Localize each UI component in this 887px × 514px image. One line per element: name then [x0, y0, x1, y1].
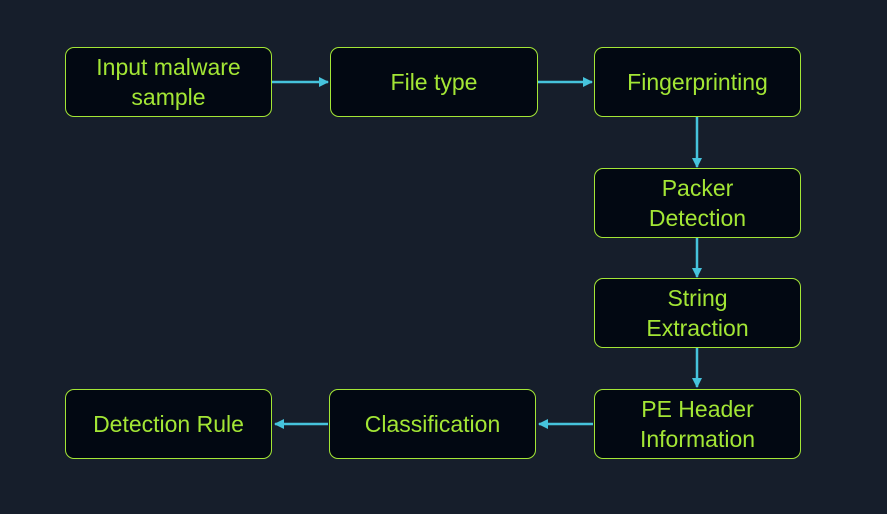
node-pe-header-information: PE Header Information: [594, 389, 801, 459]
node-input-malware-sample: Input malware sample: [65, 47, 272, 117]
node-classification: Classification: [329, 389, 536, 459]
node-packer-detection: Packer Detection: [594, 168, 801, 238]
node-file-type: File type: [330, 47, 538, 117]
node-fingerprinting: Fingerprinting: [594, 47, 801, 117]
node-string-extraction: String Extraction: [594, 278, 801, 348]
node-detection-rule: Detection Rule: [65, 389, 272, 459]
